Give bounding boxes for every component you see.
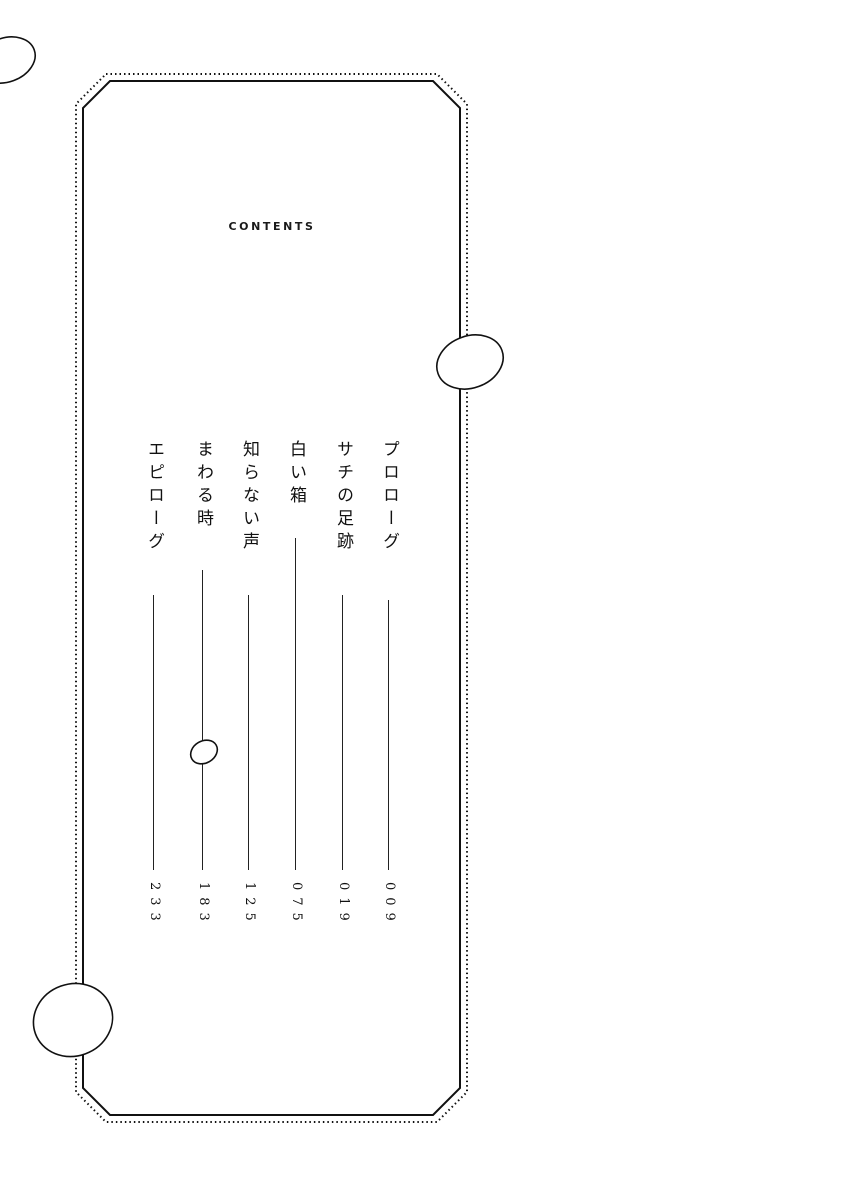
dotted-outer-border (75, 73, 468, 1123)
toc-entry-epilogue[interactable]: エピローグ 233 (142, 440, 166, 940)
toc-leader-line (248, 595, 249, 870)
toc-leader-line (295, 538, 296, 870)
contents-heading: CONTENTS (228, 220, 316, 233)
toc-entry-page: 183 (196, 882, 211, 928)
toc-leader-line (342, 595, 343, 870)
toc-leader-line (153, 595, 154, 870)
toc-entry-title: 知らない声 (239, 440, 259, 555)
toc-entry-title: エピローグ (144, 440, 164, 555)
oval-right-edge (436, 334, 504, 390)
toc-entry-page: 009 (382, 882, 397, 928)
toc-entry-page: 233 (147, 882, 162, 928)
toc-entry-page: 075 (289, 882, 304, 928)
toc-entry-title: 白い箱 (286, 440, 306, 509)
toc-entry-sachi[interactable]: サチの足跡 019 (331, 440, 355, 940)
toc-entry-prologue[interactable]: プロローグ 009 (377, 440, 401, 940)
toc-entry-white-box[interactable]: 白い箱 075 (284, 440, 308, 940)
toc-entry-title: プロローグ (379, 440, 399, 555)
toc-entry-turning-time[interactable]: まわる時 183 (189, 440, 219, 940)
oval-bottom-left (32, 982, 114, 1058)
toc-entry-title: サチの足跡 (333, 440, 353, 555)
small-oval-decoration (189, 739, 219, 765)
toc-entry-page: 125 (242, 882, 257, 928)
toc-leader-line (388, 600, 389, 870)
solid-inner-border (82, 80, 461, 1116)
toc-entry-page: 019 (336, 882, 351, 928)
toc-entry-unknown-voice[interactable]: 知らない声 125 (237, 440, 261, 940)
corner-oval-top-left (0, 36, 36, 84)
toc-leader-line (202, 570, 203, 870)
toc-entry-title: まわる時 (193, 440, 213, 532)
